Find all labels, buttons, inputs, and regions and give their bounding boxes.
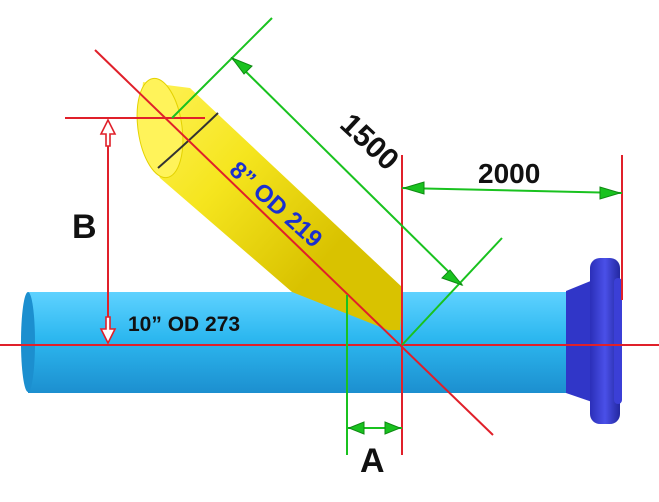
arrow-a-right	[384, 421, 402, 435]
dim-1500-line	[231, 57, 463, 286]
dim-b-label: B	[72, 208, 97, 246]
arrow-2000-left	[402, 181, 425, 195]
dim-1500-label: 1500	[334, 107, 405, 177]
arrow-b-bottom	[99, 316, 117, 345]
pipe-flange	[566, 258, 622, 424]
arrow-2000-right	[599, 186, 622, 200]
dim-1500-ext-bottom	[401, 237, 503, 346]
arrow-1500-bottom	[441, 269, 464, 287]
dim-2000-label: 2000	[478, 158, 540, 189]
centerlines	[0, 49, 659, 455]
dim-a-label: A	[360, 442, 385, 480]
dim-2000-line	[401, 187, 623, 194]
dim-1500-ext-top	[171, 17, 273, 119]
arrow-1500-top	[230, 56, 253, 75]
dimension-arrows	[230, 56, 622, 435]
main-size-label: 10” OD 273	[128, 313, 240, 336]
main-pipe	[21, 292, 576, 393]
branch-centerline	[94, 49, 494, 436]
dim-b	[99, 118, 117, 345]
arrow-a-left	[347, 421, 365, 435]
dimension-lines	[171, 17, 623, 455]
arrow-b-top	[99, 118, 117, 147]
